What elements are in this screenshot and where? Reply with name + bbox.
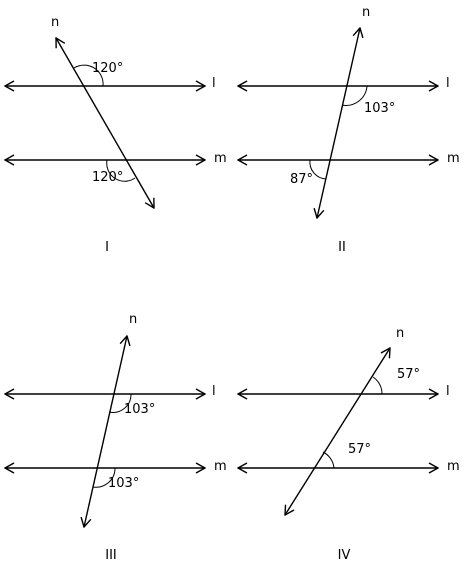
panel-caption: III [105, 548, 117, 563]
angle-label: 103° [124, 402, 155, 417]
angle-arc [108, 393, 132, 413]
panel-caption: II [338, 240, 346, 255]
panel-4: n l m 57° 57° IV [237, 326, 460, 563]
label-n: n [51, 15, 59, 30]
angle-label: 103° [108, 476, 139, 491]
label-l: l [212, 384, 216, 399]
angle-label: 120° [92, 61, 123, 76]
angle-arc [309, 159, 327, 180]
label-m: m [214, 151, 227, 166]
panel-1: n l m 120° 120° I [4, 15, 227, 255]
label-m: m [214, 459, 227, 474]
panel-caption: I [105, 240, 109, 255]
label-m: m [447, 459, 460, 474]
angle-label: 120° [92, 170, 123, 185]
angle-label: 87° [290, 172, 313, 187]
label-l: l [446, 76, 450, 91]
label-l: l [446, 384, 450, 399]
angle-arc [106, 159, 136, 182]
angle-label: 103° [364, 101, 395, 116]
label-n: n [362, 5, 370, 20]
angle-arc [322, 451, 335, 469]
angle-label: 57° [348, 442, 371, 457]
label-n: n [129, 312, 137, 327]
angle-label: 57° [397, 367, 420, 382]
panel-3: n l m 103° 103° III [4, 312, 227, 563]
transversal-n [55, 37, 155, 209]
angle-arc [372, 376, 383, 395]
label-m: m [447, 151, 460, 166]
transversal-n [313, 27, 364, 219]
label-n: n [396, 326, 404, 341]
panel-caption: IV [338, 548, 351, 563]
angle-arc [341, 85, 368, 106]
angle-arc [73, 64, 104, 87]
label-l: l [212, 76, 216, 91]
transversal-n [80, 335, 131, 528]
panel-2: n l m 103° 87° II [237, 5, 460, 255]
transversal-n [284, 347, 391, 516]
angle-arc [92, 467, 116, 488]
